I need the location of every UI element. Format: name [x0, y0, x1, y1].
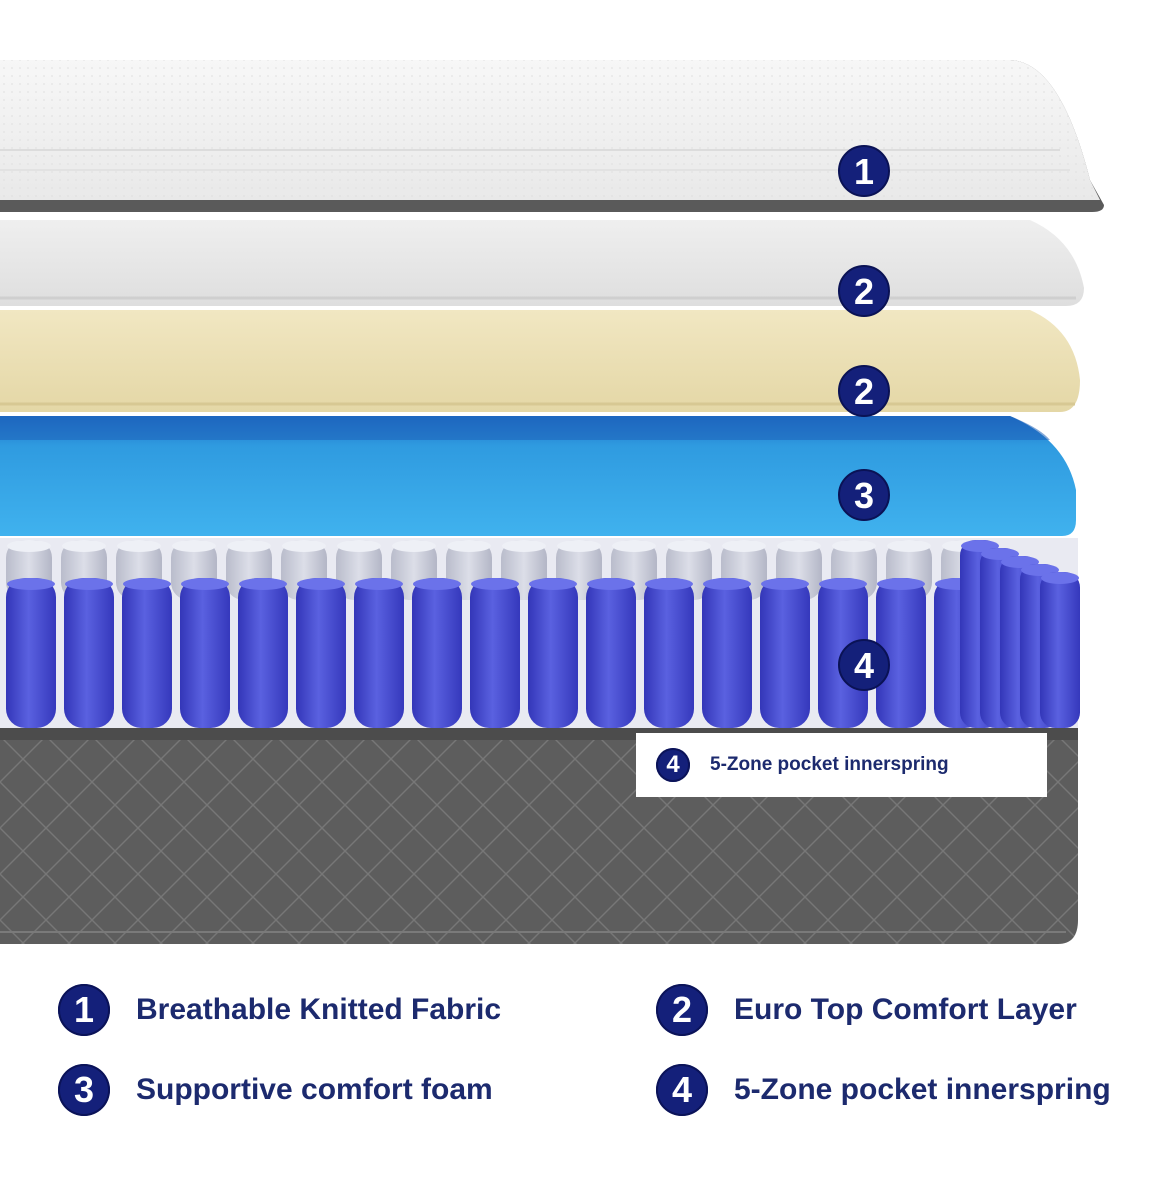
mattress-illustration: 1 2 2 3 4: [0, 60, 1104, 944]
layer-legend: 1 Breathable Knitted Fabric 2 Euro Top C…: [0, 960, 1151, 1200]
front-coil: [412, 578, 462, 728]
spring-layer: [0, 538, 1080, 728]
front-coil: [876, 578, 926, 728]
front-coil: [760, 578, 810, 728]
front-coil: [238, 578, 288, 728]
legend-item-euro-top: 2 Euro Top Comfort Layer: [656, 984, 1077, 1036]
front-coil: [702, 578, 752, 728]
badge-euro-top-upper: 2: [838, 265, 890, 317]
legend-label: Supportive comfort foam: [136, 1073, 493, 1106]
legend-badge: 1: [58, 984, 110, 1036]
front-coil: [354, 578, 404, 728]
front-coil: [122, 578, 172, 728]
svg-text:2: 2: [854, 371, 874, 412]
inline-spring-label: 4 5-Zone pocket innerspring: [636, 733, 1047, 797]
legend-item-springs: 4 5-Zone pocket innerspring: [656, 1064, 1111, 1116]
front-coil: [296, 578, 346, 728]
side-coil-stack: [960, 540, 1080, 728]
svg-text:4: 4: [854, 645, 874, 686]
front-coil: [528, 578, 578, 728]
legend-label: Breathable Knitted Fabric: [136, 993, 502, 1026]
fabric-layer: [0, 60, 1104, 212]
front-coil: [64, 578, 114, 728]
inline-label-text: 5-Zone pocket innerspring: [710, 754, 949, 775]
front-coil: [6, 578, 56, 728]
legend-item-foam: 3 Supportive comfort foam: [58, 1064, 493, 1116]
legend-badge: 3: [58, 1064, 110, 1116]
legend-item-fabric: 1 Breathable Knitted Fabric: [58, 984, 501, 1036]
front-coil-row: [6, 578, 984, 728]
front-coil: [180, 578, 230, 728]
legend-badge: 2: [656, 984, 708, 1036]
foam-layer: [0, 416, 1076, 536]
front-coil: [470, 578, 520, 728]
comfort-layer-white: [0, 220, 1084, 306]
front-coil: [644, 578, 694, 728]
comfort-layer-cream: [0, 310, 1080, 412]
badge-foam: 3: [838, 469, 890, 521]
side-coil: [1040, 572, 1080, 728]
badge-euro-top-lower: 2: [838, 365, 890, 417]
badge-springs: 4: [838, 639, 890, 691]
legend-label: 5-Zone pocket innerspring: [734, 1073, 1111, 1106]
legend-badge: 4: [656, 1064, 708, 1116]
front-coil: [586, 578, 636, 728]
svg-text:1: 1: [854, 151, 874, 192]
legend-label: Euro Top Comfort Layer: [734, 993, 1077, 1026]
badge-fabric: 1: [838, 145, 890, 197]
svg-text:3: 3: [854, 475, 874, 516]
inline-label-badge: 4: [656, 748, 690, 782]
svg-text:2: 2: [854, 271, 874, 312]
